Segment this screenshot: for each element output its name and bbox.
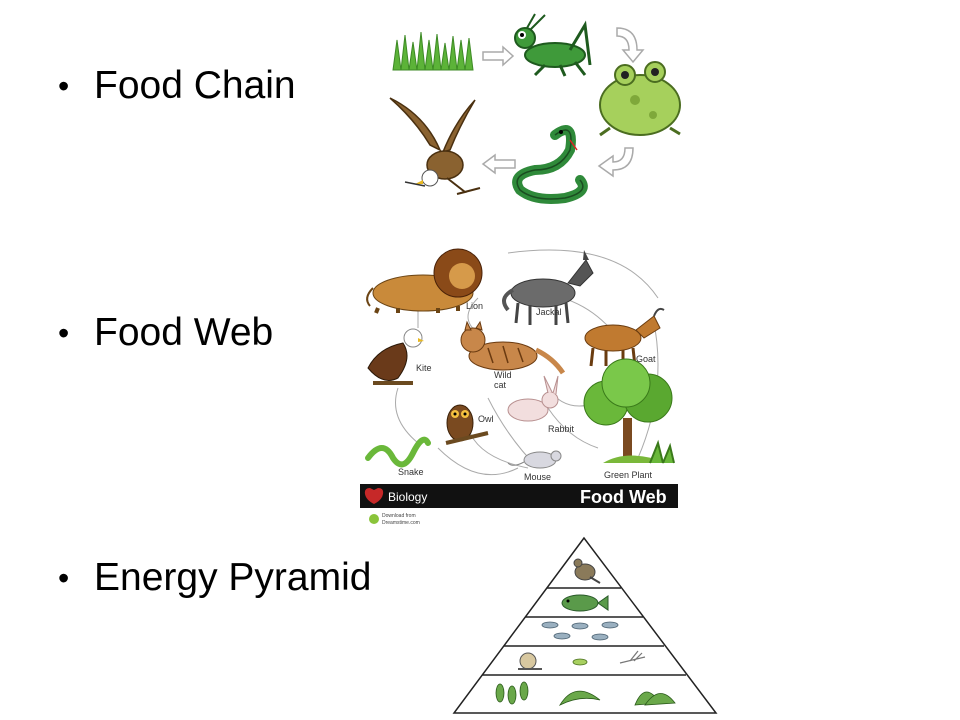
frog-icon	[599, 61, 681, 137]
small-fish-icon	[572, 658, 588, 666]
kite-icon	[367, 328, 424, 385]
bullet-text-food-web: Food Web	[94, 311, 274, 354]
label-mouse: Mouse	[524, 472, 551, 482]
label-green-plant: Green Plant	[604, 470, 653, 480]
energy-pyramid-illustration	[452, 536, 718, 714]
food-web-banner	[360, 484, 678, 508]
pyramid-outline	[452, 536, 718, 714]
small-fish-icon	[541, 621, 619, 641]
wild-cat-icon	[460, 320, 566, 375]
heart-icon	[364, 488, 384, 504]
insect-icon	[619, 650, 646, 664]
bullet-dot: •	[58, 559, 70, 596]
snake-icon	[512, 125, 588, 204]
bullet-dot: •	[58, 67, 70, 104]
bullet-energy-pyramid: • Energy Pyramid	[58, 556, 371, 600]
arrow-left-icon	[481, 153, 516, 175]
owl-icon	[445, 404, 489, 445]
label-rabbit: Rabbit	[548, 424, 575, 434]
eagle-icon	[389, 97, 481, 195]
bullet-text-food-chain: Food Chain	[94, 64, 296, 107]
label-wild-cat-2: cat	[494, 380, 507, 390]
label-lion: Lion	[466, 301, 483, 311]
snake-icon	[365, 436, 431, 468]
grass-icon	[392, 31, 474, 71]
fish-icon	[561, 594, 609, 612]
label-goat: Goat	[636, 354, 656, 364]
bullet-food-chain: • Food Chain	[58, 64, 296, 108]
arrow-curve-down-icon	[616, 27, 645, 64]
credit-dreamstime: Dreamstime.com	[382, 520, 420, 526]
arrow-right-icon	[482, 45, 515, 67]
banner-food-web: Food Web	[580, 487, 667, 507]
jackal-icon	[502, 250, 594, 325]
lion-icon	[366, 248, 483, 314]
label-kite: Kite	[416, 363, 432, 373]
goat-icon	[584, 307, 665, 367]
bird-icon	[573, 558, 601, 584]
credit-download: Download from	[382, 513, 416, 519]
green-plant-icon	[583, 358, 675, 464]
label-owl: Owl	[478, 414, 494, 424]
rabbit-icon	[507, 375, 559, 422]
bullet-food-web: • Food Web	[58, 311, 273, 355]
grasshopper-icon	[514, 13, 592, 77]
bullet-dot: •	[58, 314, 70, 351]
plant-icon	[495, 681, 676, 706]
label-jackal: Jackal	[536, 307, 562, 317]
banner-biology: Biology	[388, 490, 427, 504]
bullet-text-energy-pyramid: Energy Pyramid	[94, 556, 372, 599]
food-web-illustration: Lion Jackal Goat Kite Wild cat Rabbit	[360, 248, 678, 526]
label-snake: Snake	[398, 467, 424, 477]
mouse-icon	[507, 450, 562, 469]
food-chain-illustration	[389, 13, 681, 204]
label-wild-cat: Wild	[494, 370, 512, 380]
arrow-curve-left-icon	[597, 147, 634, 178]
dreamstime-logo-icon	[369, 514, 379, 524]
snail-icon	[518, 652, 542, 670]
